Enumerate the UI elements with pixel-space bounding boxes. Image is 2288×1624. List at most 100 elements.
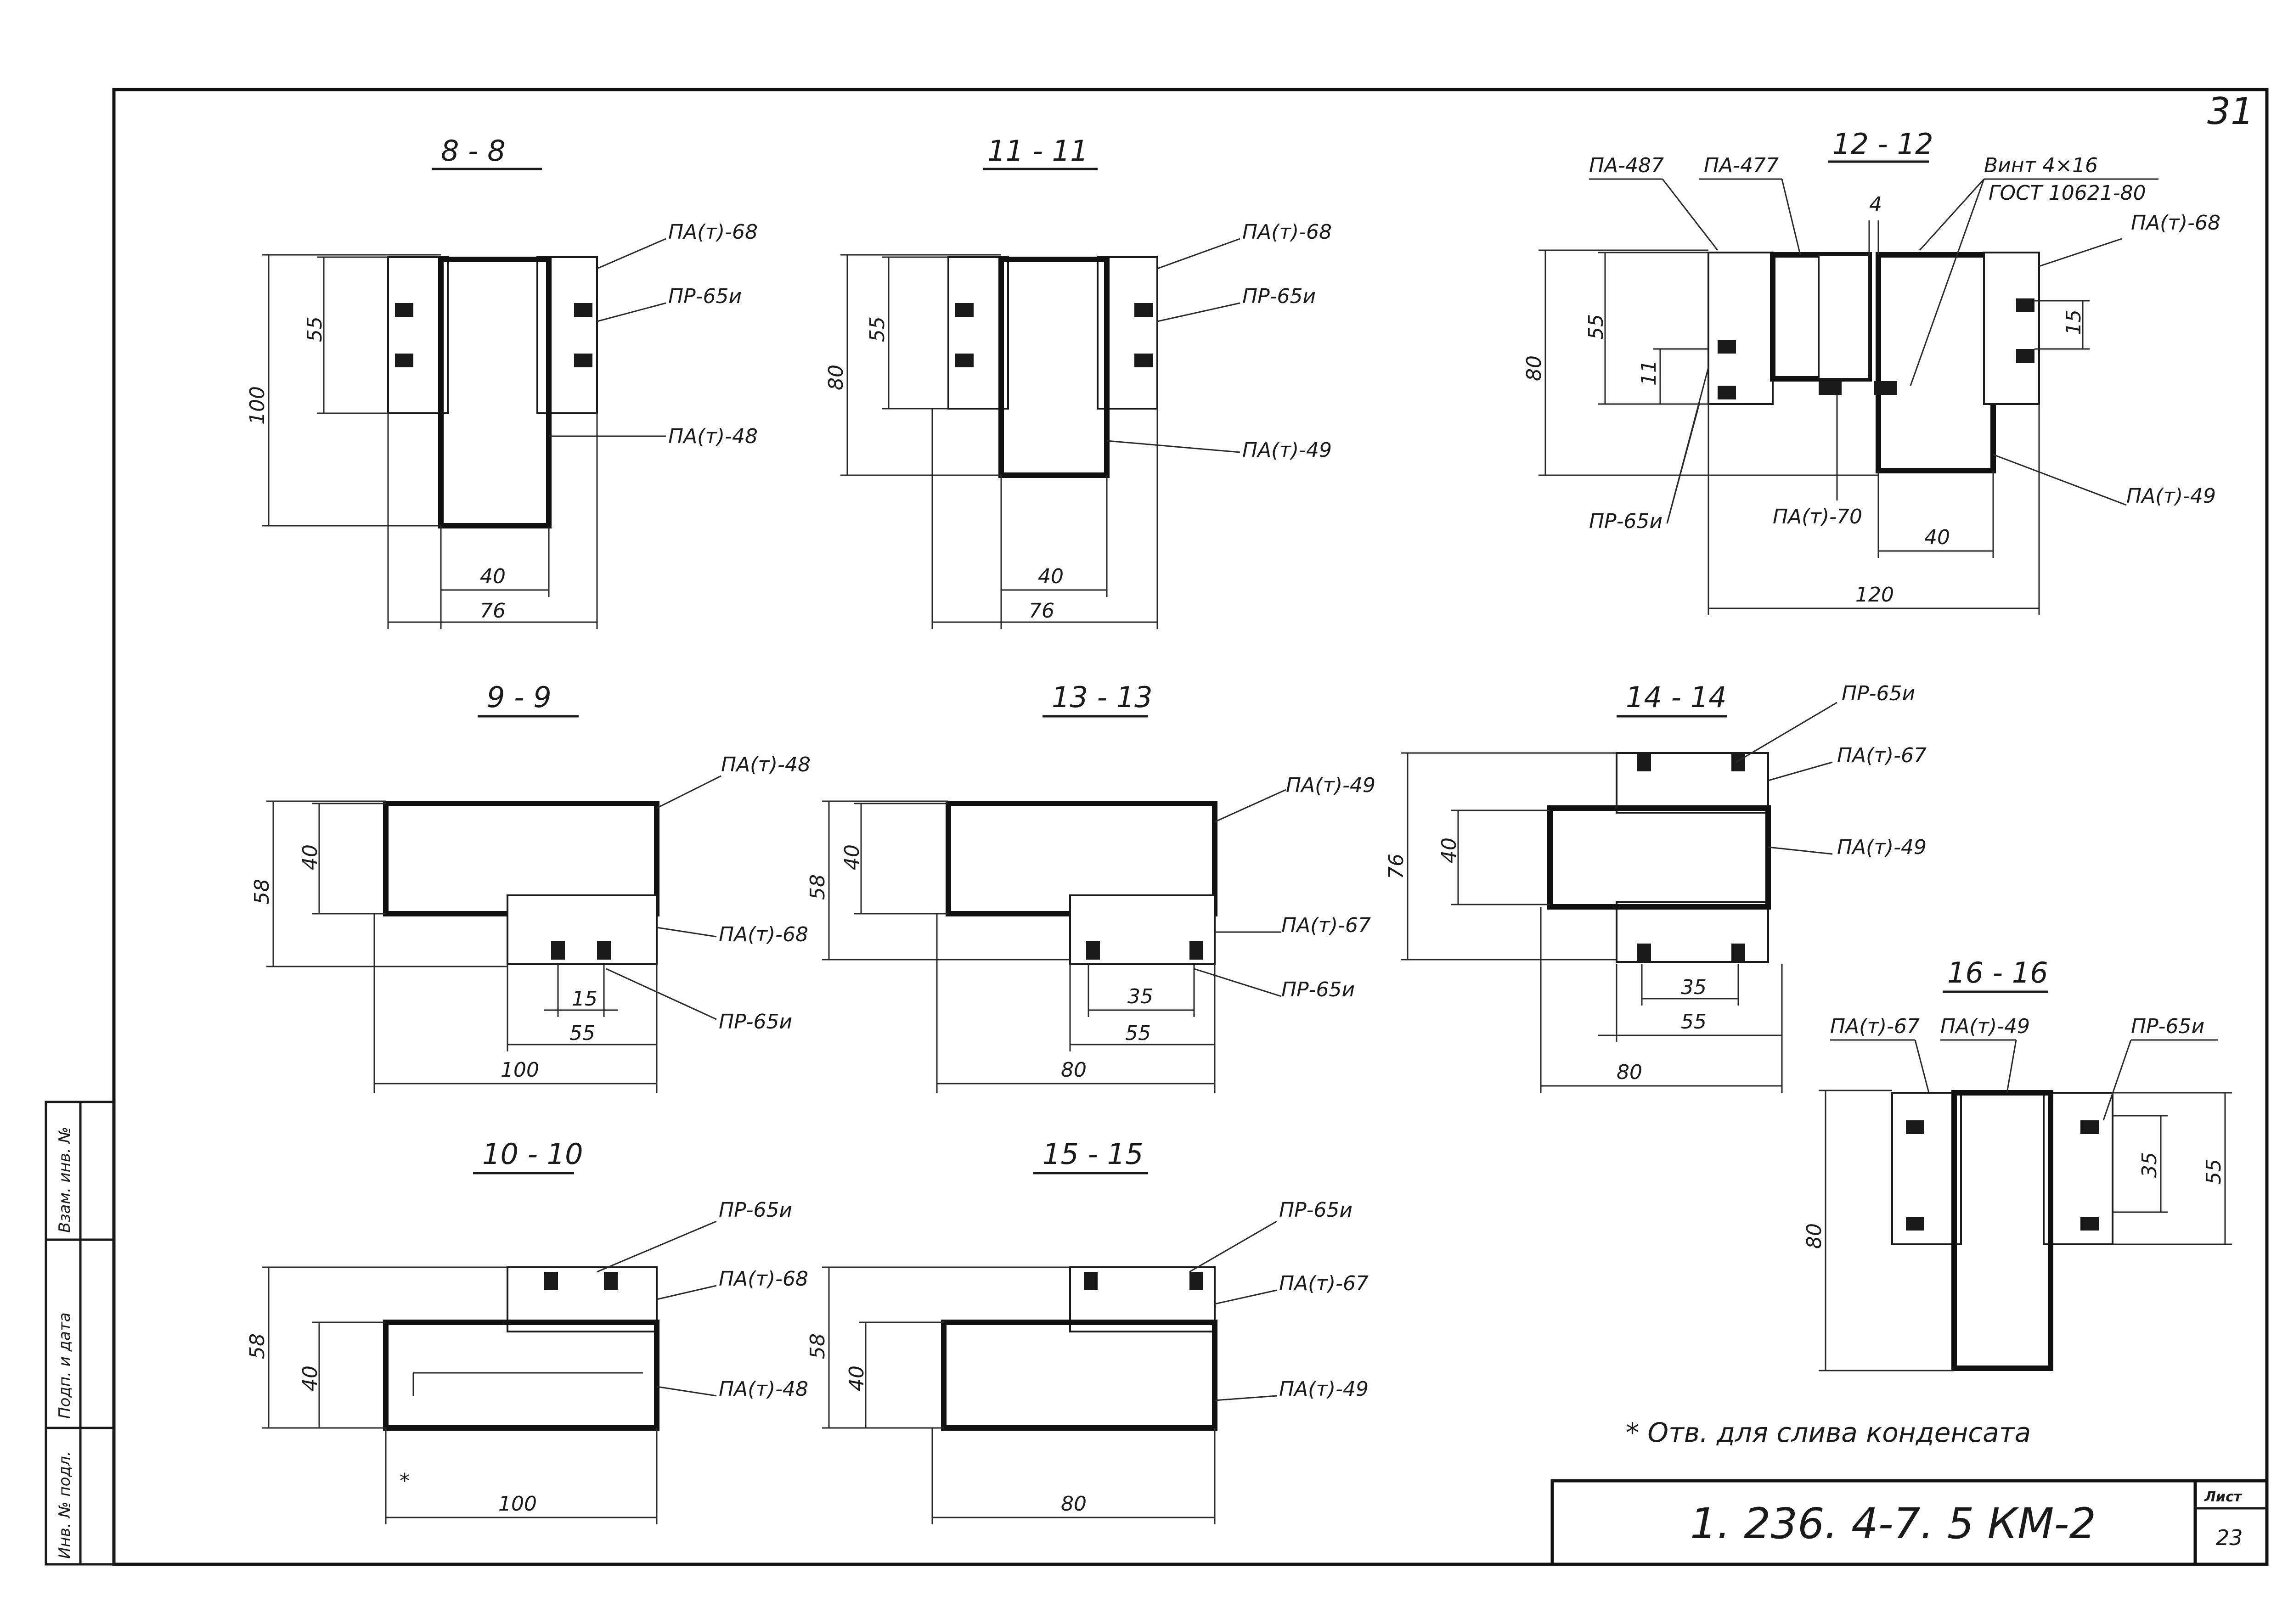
section-title: 13 - 13 (1052, 680, 1153, 714)
dim-55: 55 (1584, 314, 1608, 340)
dim-80: 80 (1522, 355, 1546, 381)
dim-asterisk: * (400, 1469, 410, 1493)
label-gost: ГОСТ 10621-80 (1989, 181, 2146, 205)
section-title: 9 - 9 (487, 680, 552, 714)
dim-35: 35 (2138, 1152, 2161, 1178)
label-pat68: ПА(т)-68 (2131, 211, 2220, 235)
section-13-13: 13 - 13 40 58 35 55 80 ПА(т)-49 ПА(т)-67… (806, 680, 1375, 1093)
label-pat48: ПА(т)-48 (721, 753, 811, 776)
section-title: 10 - 10 (482, 1137, 583, 1171)
section-title: 14 - 14 (1626, 680, 1727, 714)
dim-55: 55 (866, 316, 889, 342)
label-pr65: ПР-65и (2131, 1015, 2204, 1038)
label-pat68: ПА(т)-68 (719, 923, 808, 946)
label-pat49: ПА(т)-49 (1837, 836, 1927, 859)
stamp-replace-inv: Взам. инв. № (56, 1127, 74, 1233)
dim-15: 15 (572, 987, 597, 1011)
side-stamp: Инв. № подл. Подп. и дата Взам. инв. № (45, 1101, 115, 1566)
sheet-label: Лист (2204, 1489, 2243, 1505)
label-pr65: ПР-65и (1281, 978, 1355, 1001)
dim-55: 55 (1681, 1010, 1707, 1034)
label-pat67: ПА(т)-67 (1837, 744, 1927, 767)
dim-100: 100 (498, 1492, 537, 1516)
dim-40: 40 (299, 844, 322, 870)
dim-80: 80 (1061, 1492, 1087, 1516)
label-pr65: ПР-65и (1589, 510, 1662, 533)
dim-40: 40 (480, 565, 506, 588)
dim-40: 40 (840, 844, 864, 870)
dim-80: 80 (1803, 1223, 1826, 1249)
dim-35: 35 (1127, 985, 1153, 1008)
dim-55: 55 (2202, 1159, 2226, 1185)
section-title: 11 - 11 (987, 134, 1088, 168)
dim-80: 80 (824, 365, 848, 390)
dim-40: 40 (845, 1366, 868, 1391)
label-pat49: ПА(т)-49 (2126, 484, 2216, 508)
label-pat68: ПА(т)-68 (1242, 220, 1332, 244)
dim-100: 100 (501, 1058, 539, 1082)
section-title: 12 - 12 (1832, 127, 1933, 161)
dim-120: 120 (1855, 583, 1894, 607)
section-11-11: 11 - 11 55 80 40 76 ПА(т)-68 ПР-65и ПА(т… (824, 134, 1332, 629)
label-pr65: ПР-65и (1242, 285, 1316, 308)
label-pat49: ПА(т)-49 (1286, 774, 1375, 797)
title-block: 1. 236. 4-7. 5 КМ-2 Лист 23 (1550, 1479, 2269, 1566)
dim-100: 100 (246, 386, 269, 425)
label-pat48: ПА(т)-48 (668, 425, 758, 448)
dim-76: 76 (1385, 854, 1408, 879)
label-pat68: ПА(т)-68 (719, 1267, 808, 1291)
section-16-16: 16 - 16 35 55 80 ПА(т)-67 ПА(т)-49 ПР-65… (1803, 956, 2232, 1371)
dim-11: 11 (1637, 360, 1661, 386)
label-pat70: ПА(т)-70 (1773, 505, 1862, 528)
section-12-12: 12 - 12 4 55 80 11 15 40 120 (1522, 127, 2220, 615)
dim-15: 15 (2062, 309, 2085, 335)
glazing-clips (395, 303, 592, 367)
section-8-8: 8 - 8 55 100 40 76 ПА(т)-68 ПР-65и ПА(т)… (246, 134, 758, 629)
dim-40: 40 (1924, 526, 1950, 549)
dim-40: 40 (1437, 837, 1461, 863)
dim-35: 35 (1681, 976, 1707, 999)
label-screw: Винт 4×16 (1984, 154, 2098, 177)
dim-40: 40 (1038, 565, 1064, 588)
dim-55: 55 (569, 1022, 595, 1045)
dim-40: 40 (299, 1366, 322, 1391)
dim-58: 58 (806, 1333, 829, 1359)
condensate-note: * Отв. для слива конденсата (1626, 1417, 2031, 1448)
stamp-inv-no: Инв. № подл. (56, 1451, 74, 1559)
dim-55: 55 (303, 316, 327, 342)
label-pat48: ПА(т)-48 (719, 1377, 808, 1401)
label-pat67: ПА(т)-67 (1830, 1015, 1920, 1038)
section-15-15: 15 - 15 58 40 80 ПР-65и ПА(т)-67 ПА(т)-4… (806, 1137, 1369, 1524)
label-pr65: ПР-65и (1279, 1198, 1353, 1222)
dim-80: 80 (1617, 1061, 1642, 1084)
dim-58: 58 (806, 874, 829, 900)
label-pa487: ПА-487 (1589, 154, 1664, 177)
section-10-10: 10 - 10 58 40 100 * ПР-65и ПА(т)-68 ПА(т… (246, 1137, 808, 1524)
document-code: 1. 236. 4-7. 5 КМ-2 (1690, 1499, 2096, 1548)
section-title: 15 - 15 (1043, 1137, 1144, 1171)
section-title: 8 - 8 (441, 134, 506, 168)
dim-76: 76 (480, 599, 506, 623)
label-pat67: ПА(т)-67 (1281, 914, 1371, 937)
label-pat49: ПА(т)-49 (1940, 1015, 2030, 1038)
dim-58: 58 (246, 1333, 269, 1359)
label-pat68: ПА(т)-68 (668, 220, 758, 244)
label-pr65: ПР-65и (668, 285, 742, 308)
sheet-frame (112, 88, 2269, 1566)
label-pr65: ПР-65и (719, 1198, 792, 1222)
dim-55: 55 (1125, 1022, 1151, 1045)
label-pat49: ПА(т)-49 (1242, 438, 1332, 462)
label-pat49: ПА(т)-49 (1279, 1377, 1369, 1401)
sheet-number: 23 (2216, 1525, 2243, 1550)
section-title: 16 - 16 (1947, 956, 2048, 989)
section-14-14: 14 - 14 40 76 35 55 80 ПР-65и ПА(т)-67 П… (1385, 680, 1927, 1093)
dim-4: 4 (1869, 193, 1882, 216)
label-pr65: ПР-65и (1842, 682, 1915, 705)
label-pr65: ПР-65и (719, 1010, 792, 1034)
dim-58: 58 (250, 879, 274, 905)
stamp-sign-date: Подп. и дата (56, 1312, 74, 1419)
section-9-9: 9 - 9 40 58 15 55 100 ПА(т)-48 ПА(т)-68 … (250, 680, 811, 1093)
dim-76: 76 (1029, 599, 1054, 623)
label-pat67: ПА(т)-67 (1279, 1272, 1369, 1295)
